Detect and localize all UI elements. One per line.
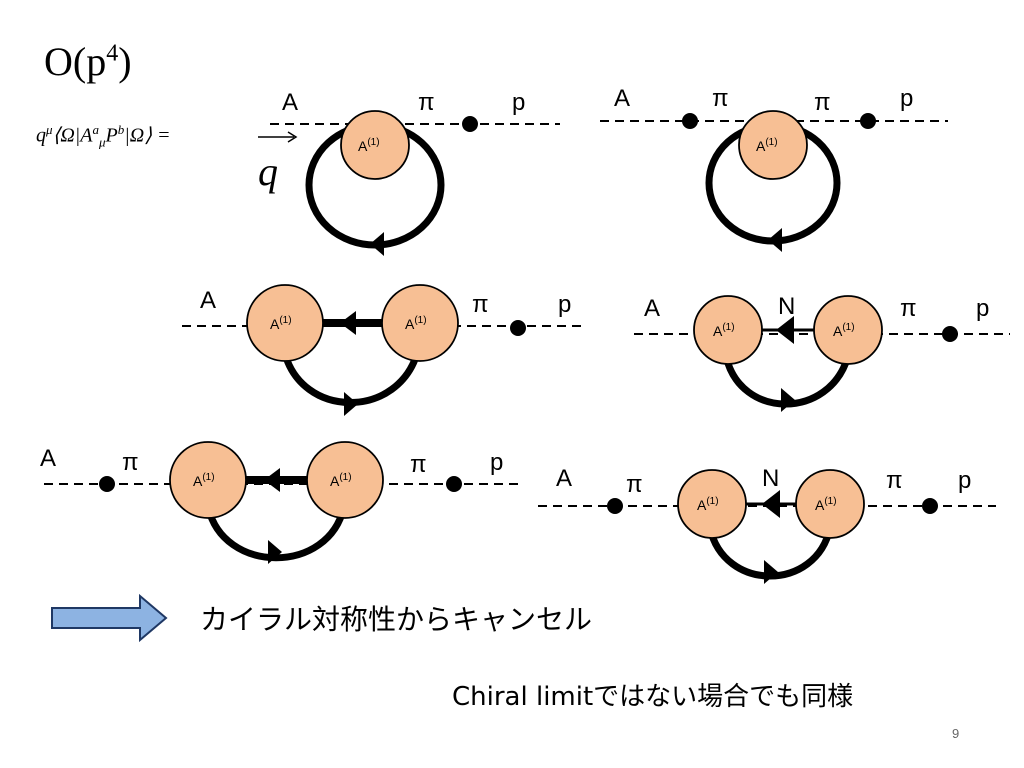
- momentum-arrow-icon: [258, 131, 298, 143]
- momentum-label: q: [258, 149, 278, 194]
- block-arrow-icon: [51, 593, 168, 643]
- diagram-1: A(1) A π p: [270, 89, 560, 256]
- blob: [738, 110, 808, 180]
- label-axial: A: [200, 287, 216, 314]
- cancel-note: カイラル対称性からキャンセル: [200, 603, 593, 636]
- label-axial: A: [40, 445, 56, 472]
- label-pion: π: [712, 85, 729, 112]
- label-pseudo: p: [976, 295, 989, 322]
- label-pion: π: [626, 471, 643, 498]
- label-nucleon: N: [762, 465, 779, 492]
- label-pseudo: p: [900, 85, 913, 112]
- diagram-5: A(1) A(1) A π π p: [40, 441, 520, 564]
- vertex-dot: [462, 116, 478, 132]
- label-pion: π: [900, 295, 917, 322]
- non-chiral-note: Chiral limitではない場合でも同様: [452, 682, 854, 712]
- diagram-2: A(1) A π π p: [600, 85, 948, 252]
- page-number: 9: [952, 726, 960, 741]
- label-axial: A: [282, 89, 298, 116]
- label-axial: A: [556, 465, 572, 492]
- slide-title: O(p4): [44, 39, 132, 84]
- blob: [340, 110, 410, 180]
- label-nucleon: N: [778, 293, 795, 320]
- label-pseudo: p: [558, 291, 571, 318]
- label-pseudo: p: [512, 89, 525, 116]
- label-pseudo: p: [958, 467, 971, 494]
- label-pion: π: [472, 291, 489, 318]
- diagram-4: A(1) A(1) A N π p: [634, 293, 1010, 412]
- label-axial: A: [644, 295, 660, 322]
- label-pion: π: [122, 449, 139, 476]
- diagram-6: A(1) A(1) A π N π p: [538, 465, 996, 584]
- label-axial: A: [614, 85, 630, 112]
- label-pion: π: [418, 89, 435, 116]
- correlator-equation: qμ⟨Ω|AaμPb|Ω⟩ =: [36, 122, 171, 150]
- diagram-3: A(1) A(1) A π p: [182, 284, 584, 416]
- label-pion: π: [814, 89, 831, 116]
- label-pion: π: [410, 451, 427, 478]
- label-pion: π: [886, 467, 903, 494]
- label-pseudo: p: [490, 449, 503, 476]
